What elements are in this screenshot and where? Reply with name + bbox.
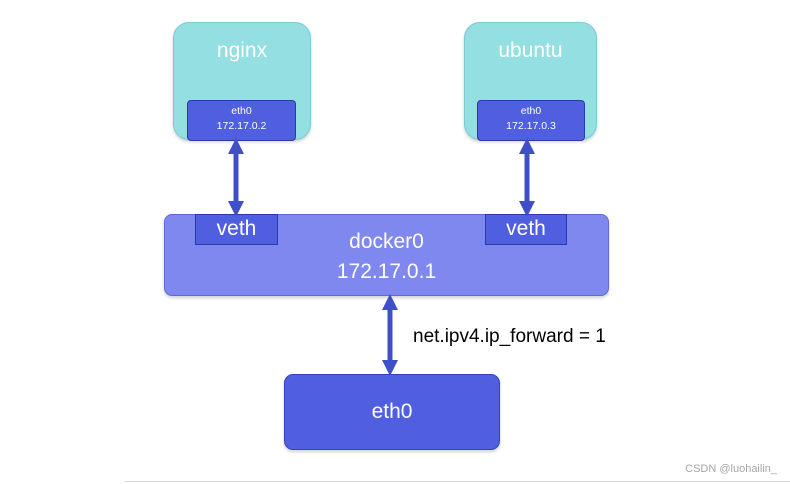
bridge-name: docker0 [349,230,424,253]
veth-left: veth [195,214,278,245]
nic-ip: 172.17.0.2 [216,120,267,132]
container-name: nginx [216,39,268,62]
nic-name: eth0 [231,105,252,117]
container-name: ubuntu [498,39,563,62]
nic-ip: 172.17.0.3 [506,120,556,132]
bottom-divider [124,481,790,482]
ip-forward-label: net.ipv4.ip_forward = 1 [413,326,606,347]
nic-name: eth0 [520,105,542,117]
bridge-ip: 172.17.0.1 [336,260,437,283]
watermark: CSDN @luohailin_ [685,463,777,475]
host-eth0: eth0 [284,374,500,450]
container-nic: eth0 172.17.0.2 [187,100,296,141]
veth-right: veth [485,214,567,245]
container-nic: eth0 172.17.0.3 [477,100,585,141]
